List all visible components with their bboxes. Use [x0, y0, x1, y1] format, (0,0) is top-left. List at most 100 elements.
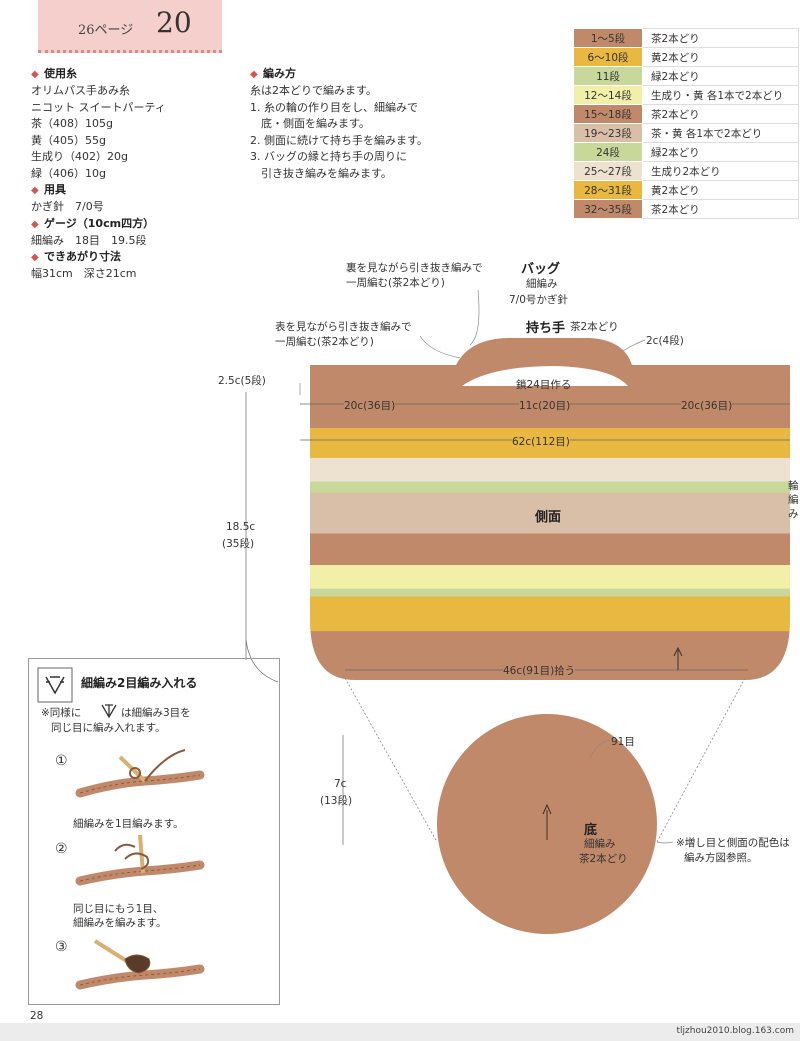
- color-table-row: 1〜5段茶2本どり: [573, 28, 799, 48]
- yarn-title: ◆使用糸: [31, 66, 166, 83]
- yarn-line: 生成り（402）20g: [31, 150, 128, 163]
- dim-top-height: 2.5c(5段): [218, 375, 266, 387]
- dim-bottom-pickup: 46c(91目)拾う: [503, 663, 576, 678]
- side-stripe: [310, 565, 790, 590]
- yarn-line: 黄（405）55g: [31, 133, 106, 147]
- method-section: ◆編み方 糸は2本どりで編みます。 1. 糸の輪の作り目をし、細編みで 底・側面…: [250, 66, 428, 182]
- leader-line: [589, 739, 610, 759]
- step-2-text: 同じ目にもう1目、: [73, 903, 164, 915]
- color-table-rows: 1〜5段: [573, 28, 643, 48]
- method-line: 糸は2本どりで編みます。: [250, 84, 377, 97]
- color-table-desc: 茶2本どり: [642, 199, 799, 219]
- increase-stitch-icon: [37, 667, 73, 703]
- yarn-line: ニコット スイートパーティ: [31, 100, 166, 114]
- step-1-text: 細編みを1目編みます。: [73, 818, 184, 830]
- header-tab: 26ページ 20: [38, 0, 222, 53]
- method-line: 2. 側面に続けて持ち手を編みます。: [250, 133, 428, 147]
- bag-title: バッグ: [521, 262, 561, 277]
- color-table-row: 28〜31段黄2本どり: [573, 180, 799, 200]
- handle-shape: [456, 338, 632, 365]
- side-stripe: [310, 492, 790, 535]
- color-table-rows: 15〜18段: [573, 104, 643, 124]
- note-increase-2: 編み方図参照。: [684, 852, 758, 864]
- step-3-illustration: [75, 939, 205, 990]
- stitch-note-1: ※同様に: [41, 707, 82, 719]
- yarn-line: 緑（406）10g: [31, 166, 106, 180]
- color-table-row: 6〜10段黄2本どり: [573, 47, 799, 67]
- handle-title: 持ち手: [526, 321, 566, 336]
- yarn-line: オリムパス手あみ糸: [31, 84, 130, 97]
- gauge-line: 細編み 18目 19.5段: [31, 233, 147, 247]
- color-table-row: 19〜23段茶・黄 各1本で2本どり: [573, 123, 799, 143]
- bag-sub-2: 7/0号かぎ針: [509, 294, 568, 306]
- base-stitches: 91目: [611, 736, 635, 748]
- size-title: ◆できあがり寸法: [31, 249, 166, 266]
- diamond-icon: ◆: [250, 69, 258, 80]
- watermark: tljzhou2010.blog.163.com: [676, 1026, 795, 1036]
- side-panel: [310, 365, 790, 680]
- connector-dotted: [344, 677, 438, 843]
- leader-line: [419, 335, 461, 359]
- color-table-rows: 24段: [573, 142, 643, 162]
- side-stripe: [310, 457, 790, 483]
- step-number: ①: [55, 753, 68, 769]
- base-sub-2: 茶2本どり: [579, 853, 628, 865]
- diamond-icon: ◆: [31, 252, 39, 263]
- base-title: 底: [584, 823, 598, 838]
- diamond-icon: ◆: [31, 69, 39, 80]
- method-line: 底・側面を編みます。: [250, 117, 370, 130]
- color-table-desc: 黄2本どり: [642, 47, 799, 67]
- color-table-row: 24段緑2本どり: [573, 142, 799, 162]
- side-stripe: [310, 588, 790, 598]
- step-1-illustration: [75, 749, 205, 798]
- note-front-1: 表を見ながら引き抜き編みで: [275, 321, 412, 333]
- color-table-desc: 茶2本どり: [642, 28, 799, 48]
- gauge-title: ◆ゲージ（10cm四方）: [31, 216, 166, 233]
- dim-center: 11c(20目): [519, 398, 571, 413]
- method-line: 1. 糸の輪の作り目をし、細編みで: [250, 100, 418, 114]
- ring-note-3: み: [788, 508, 799, 520]
- side-stripe: [310, 596, 790, 632]
- method-line: 引き抜き編みを編みます。: [250, 166, 392, 180]
- side-stripe: [310, 481, 790, 494]
- color-table-rows: 28〜31段: [573, 180, 643, 200]
- footer-bar: tljzhou2010.blog.163.com: [0, 1023, 800, 1041]
- arrowhead-icon: [542, 803, 552, 815]
- bag-sub-1: 細編み: [526, 278, 558, 290]
- color-table-rows: 32〜35段: [573, 199, 643, 219]
- page-number: 28: [30, 1010, 44, 1022]
- color-table-rows: 6〜10段: [573, 47, 643, 67]
- leader-line: [656, 841, 674, 844]
- method-title: ◆編み方: [250, 66, 428, 83]
- leader-line: [469, 289, 480, 346]
- increase-symbol-icon: [101, 704, 117, 719]
- base-sub-1: 細編み: [584, 838, 616, 850]
- color-table-rows: 11段: [573, 66, 643, 86]
- note-increase-1: ※増し目と側面の配色は: [676, 837, 790, 849]
- materials-section: ◆使用糸 オリムパス手あみ糸 ニコット スイートパーティ 茶（408）105g …: [31, 66, 166, 283]
- step-number: ②: [55, 841, 68, 857]
- color-table-desc: 緑2本どり: [642, 142, 799, 162]
- stitch-note-3: 同じ目に編み入れます。: [51, 722, 166, 734]
- pattern-number: 20: [156, 6, 192, 39]
- ring-note-1: 輪: [788, 480, 799, 492]
- size-line: 幅31cm 深さ21cm: [31, 267, 137, 280]
- dim-curve: [245, 639, 279, 683]
- arrowhead-icon: [673, 646, 683, 657]
- connector-dotted: [656, 677, 746, 843]
- dim-left: 20c(36目): [344, 398, 396, 413]
- ring-note-2: 編: [788, 494, 799, 506]
- dim-handle-width: 2c(4段): [646, 335, 684, 347]
- handle-color: 茶2本どり: [570, 321, 619, 333]
- tool-line: かぎ針 7/0号: [31, 200, 104, 213]
- color-table-row: 25〜27段生成り2本どり: [573, 161, 799, 181]
- color-table-row: 32〜35段茶2本どり: [573, 199, 799, 219]
- dim-width: 62c(112目): [512, 434, 570, 449]
- step-number: ③: [55, 939, 68, 955]
- step-2-text: 細編みを編みます。: [73, 917, 167, 929]
- note-back-1: 裏を見ながら引き抜き編みで: [346, 262, 483, 274]
- diamond-icon: ◆: [31, 218, 39, 230]
- stitch-box: 細編み2目編み入れる ※同様に は細編み3目を 同じ目に編み入れます。 ① 細編…: [28, 658, 280, 1005]
